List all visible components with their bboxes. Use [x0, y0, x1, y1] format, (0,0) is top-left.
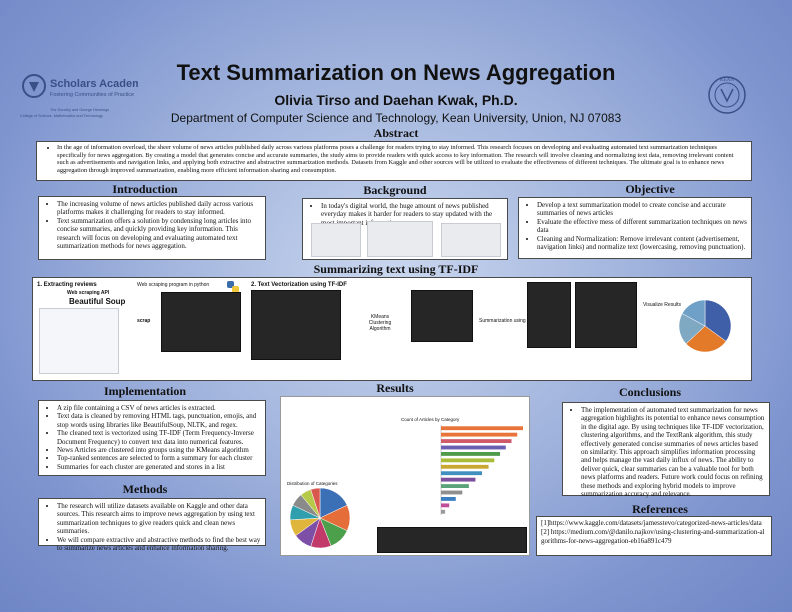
category-bar [441, 490, 463, 495]
visualize-pie-slice [685, 325, 727, 353]
implementation-box: A zip file containing a CSV of news arti… [38, 400, 266, 476]
objective-title: Objective [625, 182, 675, 196]
pie-chart-title: Distribution of Categories [287, 481, 338, 486]
category-bar-chart [440, 425, 523, 515]
category-bar [441, 452, 501, 456]
poster-authors: Olivia Tirso and Daehan Kwak, Ph.D. [274, 92, 518, 108]
category-bar [441, 503, 450, 508]
scraped-data-screenshot [39, 308, 119, 374]
implementation-item: A zip file containing a CSV of news arti… [57, 404, 261, 412]
conclusions-item: The implementation of automated text sum… [581, 406, 765, 498]
objective-item: Cleaning and Normalization: Remove irrel… [537, 235, 747, 252]
category-bar [441, 477, 476, 482]
kmeans-label: KMeans Clustering Algorithm [368, 314, 392, 332]
svg-text:Fostering Communities of Pract: Fostering Communities of Practice [50, 92, 134, 98]
objective-item: Evaluate the effective mess of different… [537, 218, 747, 235]
category-bar [441, 509, 446, 514]
implementation-item: News Articles are clustered into groups … [57, 446, 261, 454]
introduction-item: The increasing volume of news articles p… [57, 200, 261, 217]
abstract-text: In the age of information overload, the … [57, 144, 745, 174]
step1-label: 1. Extracting reviews [37, 282, 97, 288]
poster-title: Text Summarization on News Aggregation [176, 60, 616, 85]
summary-output-screenshot [575, 282, 637, 348]
svg-text:Scholars Academy: Scholars Academy [50, 78, 138, 90]
scholars-academy-logo: Scholars Academy Fostering Communities o… [20, 72, 149, 132]
visualize-results-pie-chart [678, 299, 732, 353]
code-screenshot [161, 292, 241, 352]
implementation-item: Text data is cleaned by removing HTML ta… [57, 412, 261, 429]
poster-department: Department of Computer Science and Techn… [170, 111, 622, 125]
beautifulsoup-logo: Beautiful Soup [69, 297, 126, 306]
implementation-title: Implementation [104, 384, 186, 398]
objective-item: Develop a text summarization model to cr… [537, 201, 747, 218]
reference-item: [1]https://www.kaggle.com/datasets/james… [541, 519, 762, 527]
references-box: [1]https://www.kaggle.com/datasets/james… [536, 516, 772, 556]
methods-item: The research will utilize datasets avail… [57, 502, 261, 536]
news-site-screenshot [441, 223, 501, 257]
category-bar [441, 458, 495, 463]
category-bar [441, 426, 523, 431]
conclusions-title: Conclusions [618, 385, 682, 399]
category-pie-slice [310, 487, 321, 519]
api-label: Web scraping API [67, 290, 110, 296]
category-bar [441, 439, 512, 443]
step2-label: 2. Text Vectorization using TF-IDF [251, 282, 347, 288]
implementation-item: Top-ranked sentences are selected to for… [57, 454, 261, 462]
category-pie-chart [289, 487, 351, 549]
category-bar [441, 445, 506, 450]
background-item: In today's digital world, the huge amoun… [321, 202, 503, 227]
implementation-item: The cleaned text is vectorized using TF-… [57, 429, 261, 446]
objective-box: Develop a text summarization model to cr… [518, 197, 752, 259]
reference-item: [2] https://medium.com/@danilo.najkov/us… [541, 528, 765, 545]
tfidf-pipeline-box: 1. Extracting reviews Web scraping API B… [32, 277, 752, 381]
category-bar [441, 497, 456, 501]
results-panel: Count of Articles by Category Distributi… [280, 396, 530, 556]
implementation-item: Summaries for each cluster are generated… [57, 463, 261, 471]
results-title: Results [376, 381, 414, 395]
visualize-pie-slice [704, 299, 732, 342]
summary-table-screenshot [527, 282, 571, 348]
introduction-item: Text summarization offers a solution by … [57, 217, 261, 251]
methods-item: We will compare extractive and abstracti… [57, 536, 261, 553]
category-bar [441, 432, 518, 437]
abstract-title: Abstract [373, 126, 419, 140]
python-program-label: Web scraping program in python [137, 282, 210, 288]
category-bar [441, 471, 482, 476]
category-bar [441, 464, 489, 469]
methods-box: The research will utilize datasets avail… [38, 498, 266, 552]
news-site-screenshot [367, 221, 433, 257]
introduction-box: The increasing volume of news articles p… [38, 196, 266, 260]
conclusions-box: The implementation of automated text sum… [562, 402, 770, 498]
tfidf-code-screenshot [251, 290, 341, 360]
category-bar [441, 484, 469, 488]
visualize-pie-slice [681, 299, 706, 327]
background-title: Background [363, 183, 427, 197]
introduction-title: Introduction [112, 182, 178, 196]
methods-title: Methods [122, 482, 168, 496]
abstract-box: In the age of information overload, the … [36, 141, 752, 181]
summary-output-table [377, 527, 527, 553]
scrap-label: scrap [137, 318, 151, 324]
background-box: In today's digital world, the huge amoun… [302, 198, 508, 260]
summarization-label: Summarization using TF-IDF [479, 318, 543, 324]
news-site-screenshot [311, 223, 361, 257]
svg-text:College of Science, Mathematic: College of Science, Mathematics and Tech… [20, 114, 103, 118]
references-title: References [632, 502, 688, 516]
svg-text:KEAN: KEAN [720, 78, 734, 83]
svg-text:The Dorothy and George Henning: The Dorothy and George Hennings [50, 108, 109, 112]
kean-university-seal: KEAN [707, 73, 747, 117]
kmeans-code-screenshot [411, 290, 473, 342]
tfidf-title: Summarizing text using TF-IDF [313, 262, 479, 276]
bar-chart-title: Count of Articles by Category [401, 417, 460, 422]
visualize-label: Visualize Results [643, 302, 681, 308]
python-icon [226, 280, 240, 294]
